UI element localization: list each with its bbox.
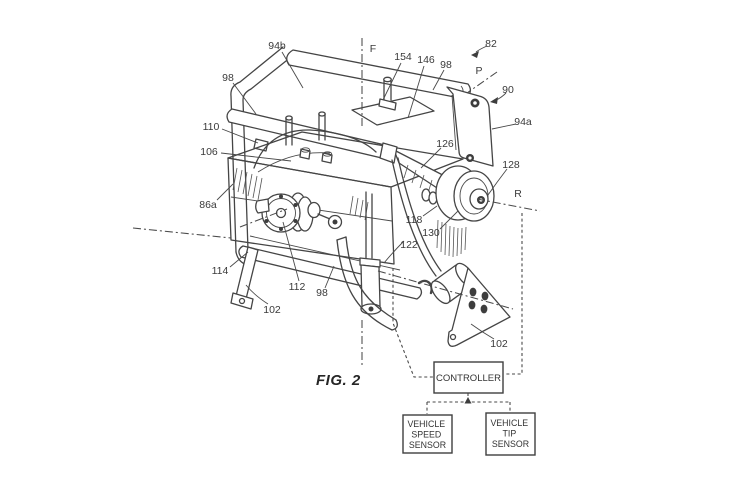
ref-label-110: 110 xyxy=(203,121,220,133)
ref-label-98-top-right: 98 xyxy=(440,59,452,71)
ref-label-118: 118 xyxy=(406,214,423,226)
axis-tilt-line xyxy=(132,227,232,239)
vehicle-speed-sensor-label: VEHICLE SPEED SENSOR xyxy=(407,419,447,450)
ref-label-86a: 86a xyxy=(199,199,217,211)
ref-label-102-right: 102 xyxy=(490,338,508,350)
controller-block: CONTROLLER xyxy=(433,361,504,394)
signal-connection-lines xyxy=(392,213,523,414)
axis-p-line xyxy=(466,71,498,94)
ref-label-146: 146 xyxy=(417,54,435,66)
speed-sensor-line-2: SPEED xyxy=(411,430,441,440)
axis-label-r: R xyxy=(514,188,522,200)
figure-caption: FIG. 2 xyxy=(316,372,361,389)
tip-sensor-line-2: TIP xyxy=(503,429,517,439)
speed-sensor-line-3: SENSOR xyxy=(409,440,446,450)
wheel-hatching xyxy=(436,219,467,258)
ref-label-98-bottom: 98 xyxy=(316,287,328,299)
ref-label-106: 106 xyxy=(200,146,218,158)
ref-label-82: 82 xyxy=(485,38,497,50)
leader-lines xyxy=(216,45,517,340)
ref-label-130: 130 xyxy=(422,227,440,239)
vehicle-tip-sensor-block: VEHICLE TIP SENSOR xyxy=(485,412,536,456)
reference-labels: 94b 98 154 146 98 82 90 94a 110 106 86a … xyxy=(199,38,532,350)
ref-label-154: 154 xyxy=(394,51,412,63)
axis-lines xyxy=(132,38,541,366)
machine-line-art xyxy=(226,46,511,347)
ref-label-94b: 94b xyxy=(268,40,286,52)
ref-label-128: 128 xyxy=(502,159,520,171)
axis-roller-line xyxy=(377,270,514,310)
ref-label-126: 126 xyxy=(436,138,454,150)
tip-sensor-line-1: VEHICLE xyxy=(490,418,528,428)
tip-sensor-line-3: SENSOR xyxy=(492,439,529,449)
axis-r-line xyxy=(476,198,541,212)
ref-label-98-top-left: 98 xyxy=(222,72,234,84)
ref-label-102-left: 102 xyxy=(263,304,281,316)
axis-label-p: P xyxy=(475,65,482,77)
speed-sensor-line-1: VEHICLE xyxy=(407,419,445,429)
controller-label: CONTROLLER xyxy=(436,373,501,384)
vehicle-speed-sensor-box xyxy=(402,414,453,454)
ref-label-112: 112 xyxy=(289,281,306,293)
axis-label-f: F xyxy=(370,43,376,55)
ref-label-90: 90 xyxy=(502,84,514,96)
ref-label-114: 114 xyxy=(212,265,229,277)
vehicle-tip-sensor-box xyxy=(485,412,536,456)
controller-box xyxy=(433,361,504,394)
vehicle-tip-sensor-label: VEHICLE TIP SENSOR xyxy=(490,418,530,449)
vehicle-speed-sensor-block: VEHICLE SPEED SENSOR xyxy=(402,414,453,454)
arrow-82 xyxy=(475,45,488,53)
ref-label-122: 122 xyxy=(400,239,418,251)
ref-label-94a: 94a xyxy=(514,116,532,128)
